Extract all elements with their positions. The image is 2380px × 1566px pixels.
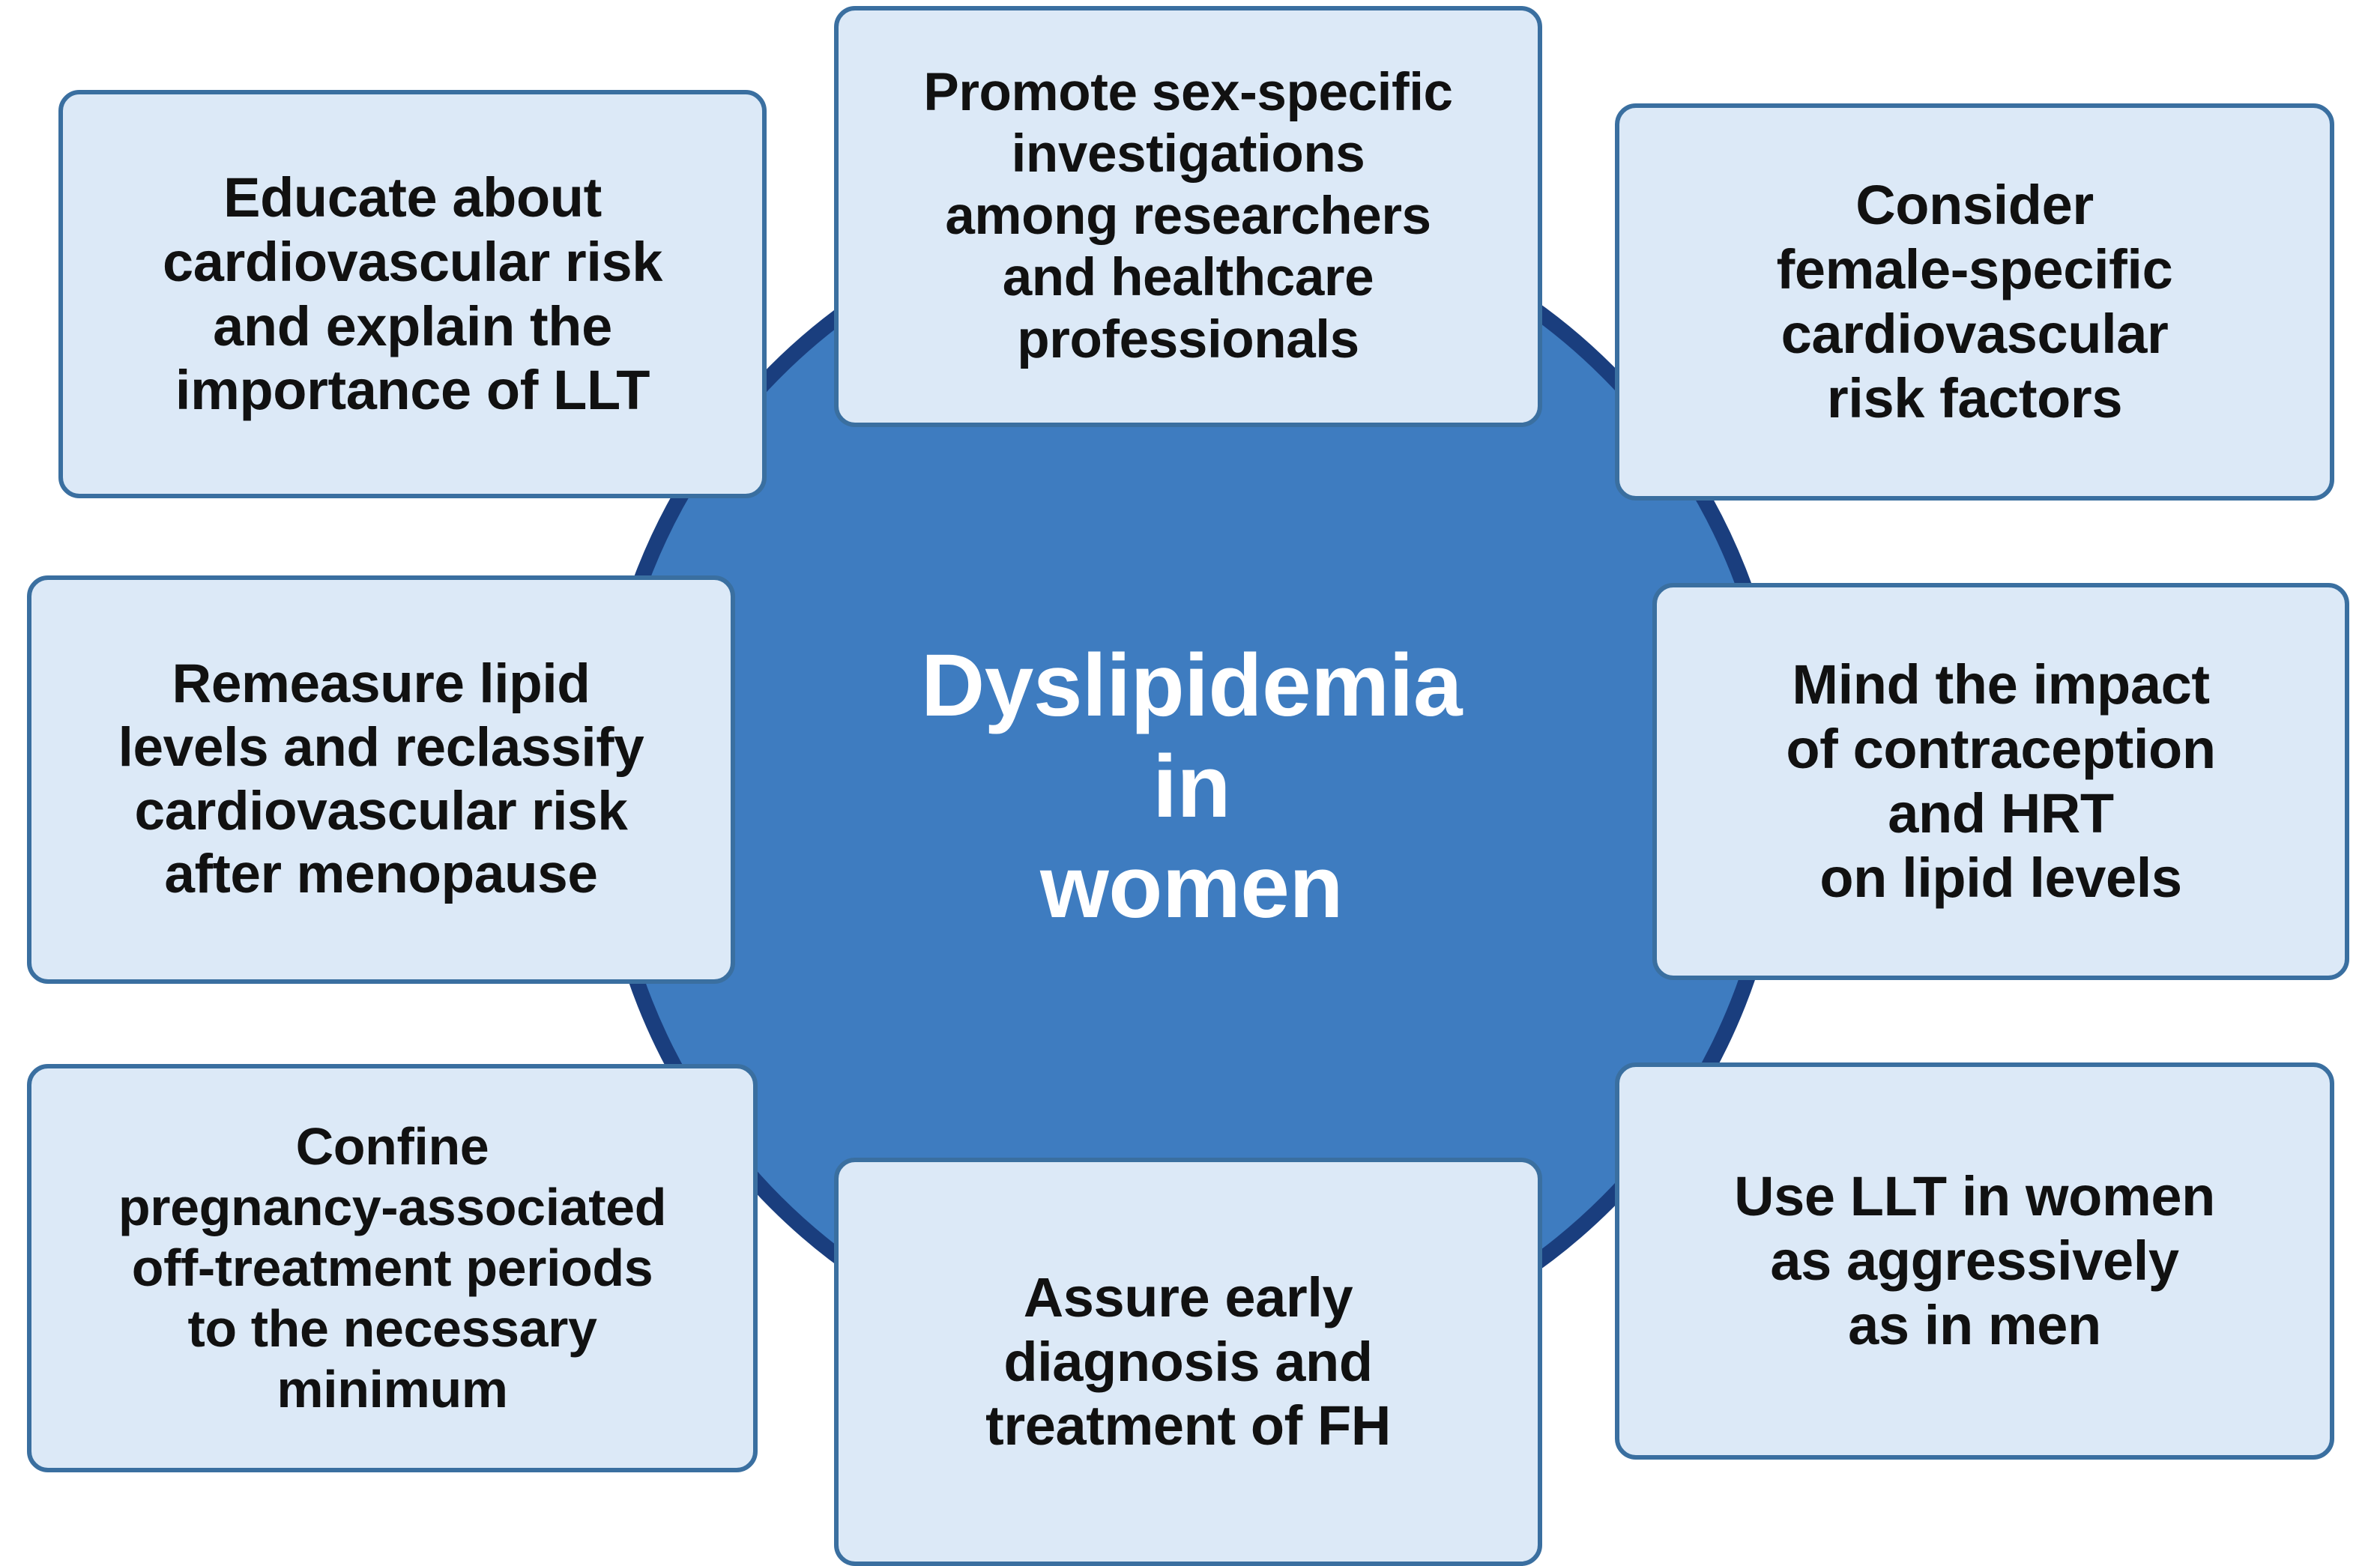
node-mind-impact-contraception-hrt[interactable]: Mind the impact of contraception and HRT… [1652,583,2349,980]
node-label: Mind the impact of contraception and HRT… [1786,653,2216,909]
node-educate-cardiovascular-risk[interactable]: Educate about cardiovascular risk and ex… [58,90,767,498]
node-use-llt-aggressively[interactable]: Use LLT in women as aggressively as in m… [1615,1062,2334,1460]
node-label: Confine pregnancy-associated off-treatme… [118,1116,667,1419]
node-promote-sex-specific-investigations[interactable]: Promote sex-specific investigations amon… [834,6,1542,427]
node-label: Educate about cardiovascular risk and ex… [162,166,663,422]
node-consider-female-specific-risk-factors[interactable]: Consider female-specific cardiovascular … [1615,103,2334,501]
node-label: Remeasure lipid levels and reclassify ca… [118,653,644,905]
node-label: Assure early diagnosis and treatment of … [985,1266,1391,1457]
node-remeasure-lipid-levels[interactable]: Remeasure lipid levels and reclassify ca… [27,575,735,984]
node-label: Consider female-specific cardiovascular … [1776,174,2173,429]
node-assure-early-diagnosis-fh[interactable]: Assure early diagnosis and treatment of … [834,1158,1542,1566]
node-label: Use LLT in women as aggressively as in m… [1734,1165,2215,1356]
node-confine-pregnancy-off-treatment[interactable]: Confine pregnancy-associated off-treatme… [27,1064,758,1472]
node-label: Promote sex-specific investigations amon… [923,63,1453,369]
